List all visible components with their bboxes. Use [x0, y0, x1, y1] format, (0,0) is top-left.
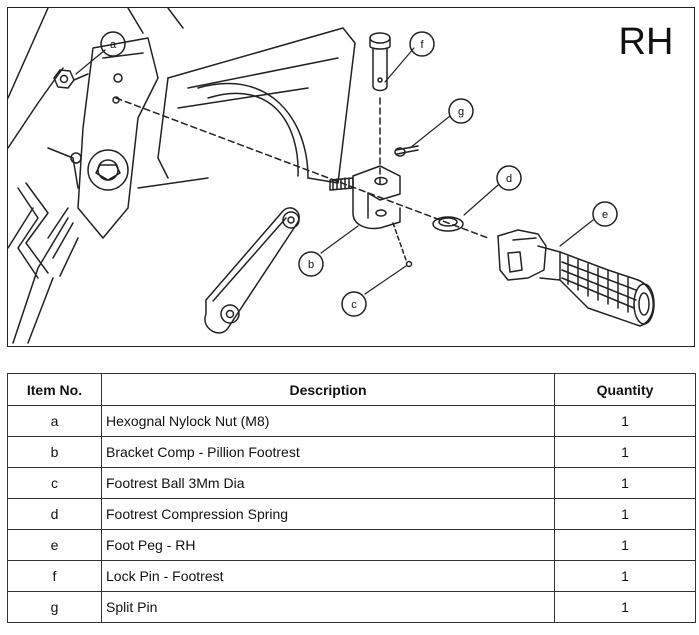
spring-d-drawing — [432, 216, 464, 232]
callout-c-label: c — [351, 299, 357, 311]
cell-quantity: 1 — [554, 529, 696, 561]
cell-item: c — [7, 467, 102, 499]
lock-pin-f-drawing — [369, 32, 391, 92]
cell-description: Bracket Comp - Pillion Footrest — [101, 436, 555, 468]
foot-peg-e-drawing — [497, 229, 655, 327]
cell-description: Footrest Ball 3Mm Dia — [101, 467, 555, 499]
axis-line-main — [115, 97, 489, 239]
cell-quantity: 1 — [554, 405, 696, 437]
cell-quantity: 1 — [554, 436, 696, 468]
table-row: b Bracket Comp - Pillion Footrest 1 — [7, 436, 696, 468]
table-row: f Lock Pin - Footrest 1 — [7, 560, 696, 592]
table-row: a Hexognal Nylock Nut (M8) 1 — [7, 405, 696, 437]
cell-description: Hexognal Nylock Nut (M8) — [101, 405, 555, 437]
callout-circles — [100, 31, 618, 317]
cell-quantity: 1 — [554, 467, 696, 499]
cell-description: Foot Peg - RH — [101, 529, 555, 561]
hanger-strap — [204, 207, 300, 334]
exploded-diagram: a b c d e f g RH — [7, 7, 695, 347]
header-item-no: Item No. — [7, 373, 102, 406]
callout-e-label: e — [602, 209, 608, 221]
cell-item: d — [7, 498, 102, 530]
silencer-body — [137, 27, 356, 189]
ball-c-drawing — [405, 260, 413, 268]
diagram-drawing: a b c d e f g RH — [8, 8, 674, 344]
bracket-b-drawing — [329, 165, 401, 230]
header-quantity: Quantity — [554, 373, 696, 406]
cell-description: Lock Pin - Footrest — [101, 560, 555, 592]
frame-structure — [8, 8, 184, 344]
callout-a-label: a — [110, 39, 117, 51]
cell-quantity: 1 — [554, 560, 696, 592]
callout-b-label: b — [308, 259, 314, 271]
split-pin-g-drawing — [394, 145, 419, 157]
callout-d-circle — [496, 165, 522, 191]
table-row: g Split Pin 1 — [7, 591, 696, 623]
cell-item: b — [7, 436, 102, 468]
axis-line-ball — [392, 222, 407, 261]
cell-description: Footrest Compression Spring — [101, 498, 555, 530]
callout-d-label: d — [506, 173, 512, 185]
callout-f-circle — [409, 31, 435, 57]
cell-quantity: 1 — [554, 591, 696, 623]
cell-item: g — [7, 591, 102, 623]
table-row: e Foot Peg - RH 1 — [7, 529, 696, 561]
table-row: d Footrest Compression Spring 1 — [7, 498, 696, 530]
table-row: c Footrest Ball 3Mm Dia 1 — [7, 467, 696, 499]
cell-item: f — [7, 560, 102, 592]
cell-description: Split Pin — [101, 591, 555, 623]
side-label: RH — [619, 21, 674, 63]
cell-quantity: 1 — [554, 498, 696, 530]
callout-a-circle — [100, 31, 126, 57]
callout-f-label: f — [420, 39, 424, 51]
leader-lines — [75, 47, 594, 295]
callout-g-circle — [448, 98, 474, 124]
callout-b-circle — [298, 251, 324, 277]
header-description: Description — [101, 373, 555, 406]
table-header-row: Item No. Description Quantity — [7, 373, 696, 406]
cell-item: a — [7, 405, 102, 437]
parts-table: Item No. Description Quantity a Hexognal… — [7, 373, 696, 623]
callout-c-circle — [341, 291, 367, 317]
callout-g-label: g — [458, 106, 464, 118]
cell-item: e — [7, 529, 102, 561]
callout-e-circle — [592, 201, 618, 227]
nut-a-drawing — [53, 69, 89, 89]
